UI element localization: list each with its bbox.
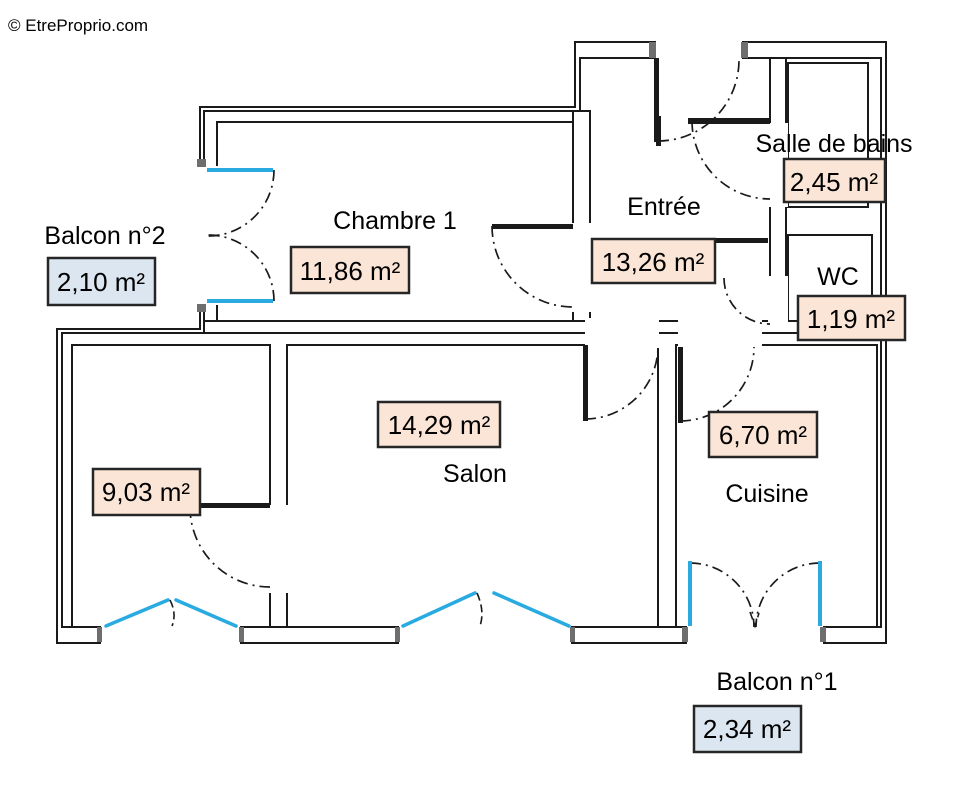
opening-salon-window [399,624,571,646]
post-salon-window-right [570,627,575,642]
chambre2-window-leaf-left [104,598,170,628]
area-box-balcon1 [692,704,803,754]
post-entrance-left [649,42,656,58]
balcony1-door-center-tick [749,611,760,629]
post-french-door-top [197,159,206,167]
opening-chambre1-door [571,223,592,312]
area-box-entree [590,237,717,285]
room-label-entree: Entrée [627,193,701,221]
area-value-cuisine: 6,70 m² [719,420,807,450]
wall-openings [101,40,823,646]
post-window2-left [97,627,102,642]
salon-door-arc [584,345,659,420]
chambre2-window-swing-tick [169,599,175,627]
post-entrance-right [741,42,748,58]
area-box-chambre1 [289,245,411,295]
opening-wc-door [768,276,788,326]
area-value-salle-de-bains: 2,45 m² [790,167,878,197]
opening-balcony1-door [687,624,823,646]
windows [104,168,822,629]
labels: © EtreProprio.com Balcon n°2 2,10 m² Cha… [8,16,913,754]
salon-window-leaf-left [401,591,477,628]
entree-wall-stub-vertical [656,116,661,146]
chambre2-door-leaf [190,503,270,508]
chambre1-french-door-arc-top [207,169,275,237]
chambre1-door-arc [491,225,574,308]
chambre2-window-leaf-right [174,598,238,628]
area-box-wc [796,294,907,342]
area-box-chambre2 [91,467,202,517]
opening-salon-door [585,318,659,348]
area-value-salon: 14,29 m² [388,410,491,440]
opening-chambre2-door [266,505,291,593]
area-box-salle-de-bains [782,157,887,204]
post-window2-right [239,627,244,642]
post-salon-window-left [395,627,400,642]
area-box-balcon2 [46,256,157,307]
opening-cuisine-door [678,318,762,348]
opening-chambre2-window [101,624,240,646]
area-box-cuisine [707,410,819,459]
area-box-salon [376,400,502,449]
opening-entrance-door [656,40,742,60]
entree-wall-stub-horizontal [713,238,768,243]
balcony1-door-arc-right [755,562,821,628]
room-label-salle-de-bains: Salle de bains [755,130,912,158]
salon-window-leaf-right [492,591,571,628]
room-label-balcon2: Balcon n°2 [44,222,165,250]
entrance-door-leaf [654,58,659,142]
cuisine-door-leaf [678,347,683,423]
chambre1-door-leaf [492,224,573,229]
bathroom-door-leaf [688,118,770,124]
area-value-chambre2: 9,03 m² [102,477,190,507]
balcony1-door-arc-left [689,562,755,628]
area-value-balcon1: 2,34 m² [703,714,791,744]
room-label-chambre1: Chambre 1 [333,207,457,235]
salon-door-leaf [583,345,588,421]
area-value-balcon2: 2,10 m² [57,267,145,297]
entrance-door-arc [657,59,740,142]
area-value-wc: 1,19 m² [807,304,895,334]
area-value-chambre1: 11,86 m² [300,256,401,286]
door-leaves [190,58,770,508]
area-value-entree: 13,26 m² [602,247,705,277]
post-french-door-bottom [197,304,206,312]
exterior-wall-ring [56,41,887,644]
room-label-cuisine: Cuisine [725,480,808,508]
room-label-salon: Salon [443,460,507,488]
cuisine-door-arc [679,346,755,422]
room-label-wc: WC [817,263,859,291]
door-swing-arcs [189,59,821,628]
post-balcony1-right [820,627,826,642]
post-balcony1-left [682,627,688,642]
door-posts [97,42,826,642]
watermark-text: © EtreProprio.com [8,16,148,35]
salon-window-swing-tick [476,592,483,627]
room-label-balcon1: Balcon n°1 [716,668,837,696]
wc-door-arc [723,277,771,325]
chambre1-french-door-arc-bottom [207,234,275,302]
chambre2-door-arc [189,506,271,588]
